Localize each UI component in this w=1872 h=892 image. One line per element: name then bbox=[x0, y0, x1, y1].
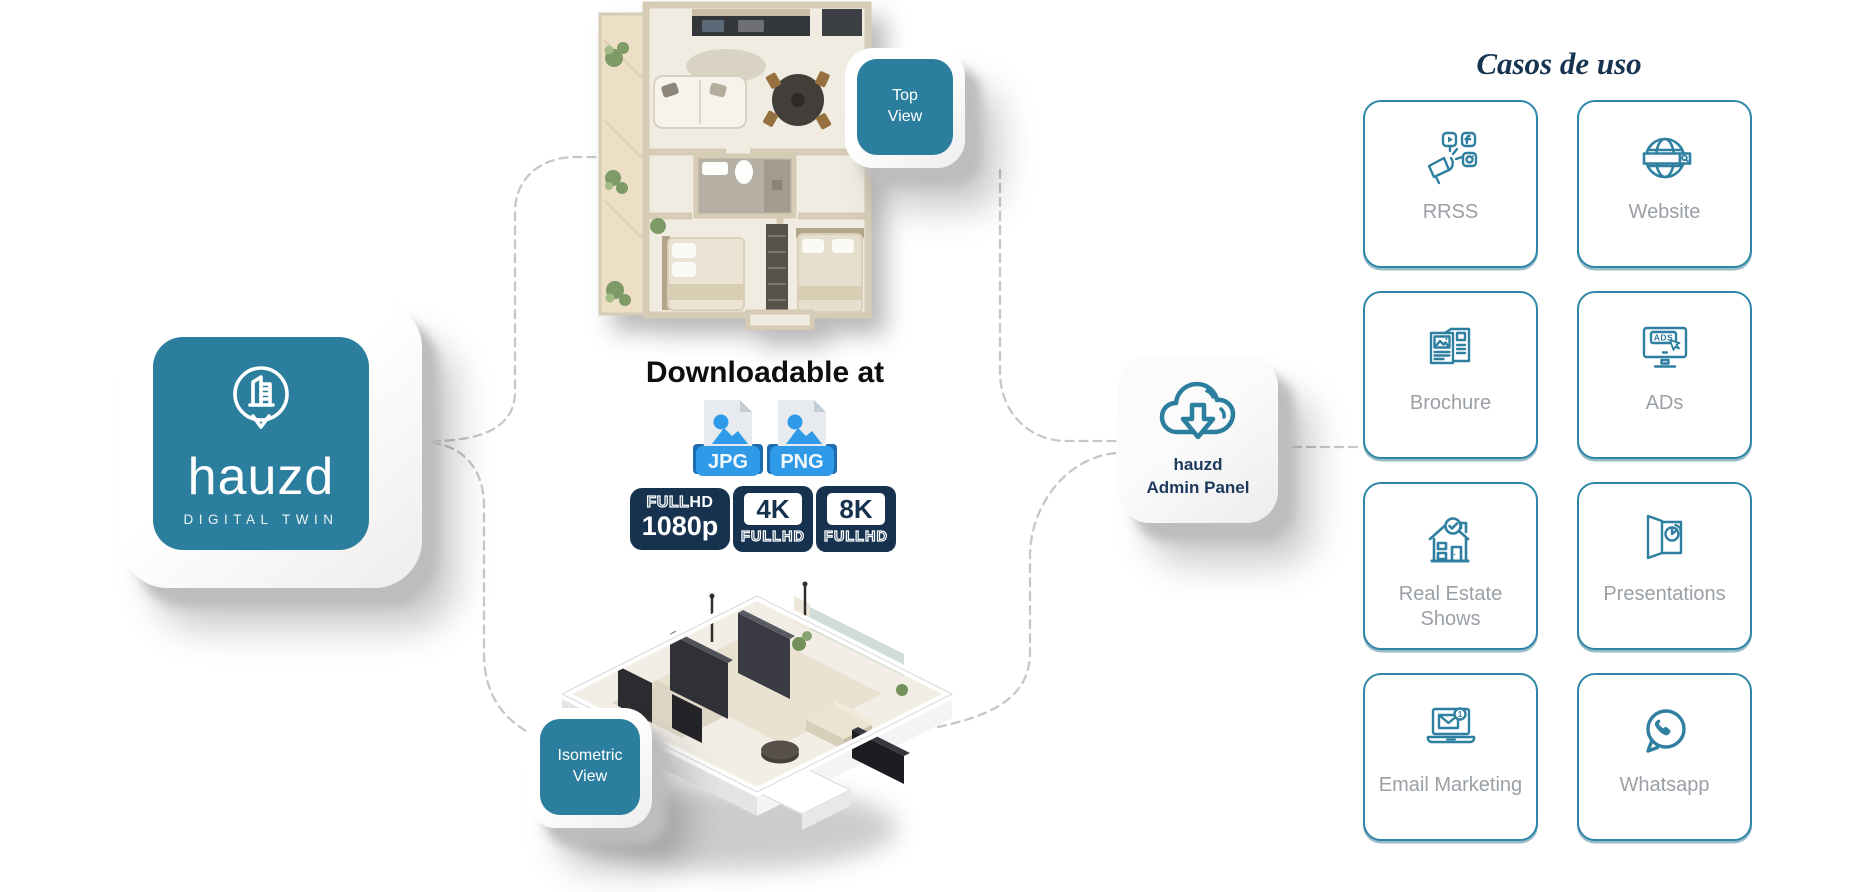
isometric-view-badge-label: Isometric View bbox=[557, 747, 623, 785]
isometric-view-badge: Isometric View bbox=[528, 708, 652, 828]
top-view-badge-label: Top View bbox=[887, 87, 923, 125]
ads-monitor-icon: ADS bbox=[1637, 319, 1693, 379]
connector-logo-to-topview bbox=[430, 155, 602, 443]
full-outline-text: FULL bbox=[646, 494, 690, 512]
use-case-card-email-marketing: 1 Email Marketing bbox=[1363, 673, 1538, 841]
use-case-label: Presentations bbox=[1603, 583, 1726, 605]
fullhd-text: FULLHD bbox=[646, 494, 714, 512]
top-view-badge-tile: Top View bbox=[857, 59, 953, 155]
ads-icon-text: ADS bbox=[1653, 333, 1672, 343]
use-case-card-ads: ADS ADs bbox=[1577, 291, 1752, 459]
brochure-pages-icon bbox=[1423, 319, 1479, 379]
connector-isometric-to-admin bbox=[936, 451, 1118, 729]
admin-panel-label: hauzd Admin Panel bbox=[1147, 454, 1250, 500]
use-case-card-whatsapp: Whatsapp bbox=[1577, 673, 1752, 841]
use-case-label: RRSS bbox=[1422, 201, 1479, 223]
8k-text: 8K bbox=[827, 493, 885, 525]
use-cases-title: Casos de uso bbox=[1476, 46, 1642, 81]
format-icons: JPG PNG bbox=[692, 398, 838, 480]
hauzd-tagline: DIGITAL TWIN bbox=[183, 511, 339, 527]
jpg-file-icon: JPG bbox=[693, 400, 763, 476]
cloud-download-icon bbox=[1159, 381, 1236, 440]
use-case-label: Email Marketing bbox=[1378, 774, 1523, 796]
4k-badge: 4K FULLHD bbox=[733, 486, 813, 552]
resolution-badges: FULLHD 1080p 4K FULLHD 8K FULLHD bbox=[630, 486, 896, 552]
connector-logo-to-isometric bbox=[430, 441, 544, 742]
hauzd-logo-keycap: hauzd DIGITAL TWIN bbox=[120, 300, 422, 588]
4k-text: 4K bbox=[744, 493, 802, 525]
use-case-label: Whatsapp bbox=[1619, 774, 1710, 796]
whatsapp-icon bbox=[1637, 701, 1693, 761]
8k-badge: 8K FULLHD bbox=[816, 486, 896, 552]
use-case-label: Real Estate Shows bbox=[1398, 583, 1503, 630]
admin-panel-label-line2: Admin Panel bbox=[1146, 477, 1250, 497]
presentation-chart-icon bbox=[1637, 510, 1693, 570]
use-case-label: ADs bbox=[1645, 392, 1684, 414]
use-case-card-brochure: Brochure bbox=[1363, 291, 1538, 459]
png-label: PNG bbox=[780, 451, 823, 473]
hauzd-logo-tile: hauzd DIGITAL TWIN bbox=[153, 337, 369, 550]
use-case-card-rrss: RRSS bbox=[1363, 100, 1538, 268]
admin-panel-label-line1: hauzd bbox=[1173, 455, 1223, 474]
use-cases-grid: RRSS Website bbox=[1363, 100, 1752, 841]
email-laptop-icon: 1 bbox=[1423, 701, 1479, 761]
admin-panel-keycap: hauzd Admin Panel bbox=[1118, 355, 1278, 523]
top-view-floorplan-image bbox=[598, 1, 872, 330]
isometric-view-badge-tile: Isometric View bbox=[540, 719, 640, 815]
fullhd-1080p-badge: FULLHD 1080p bbox=[630, 488, 730, 550]
hauzd-pin-icon bbox=[233, 365, 289, 429]
8k-fullhd-caption: FULLHD bbox=[823, 528, 888, 545]
jpg-label: JPG bbox=[708, 451, 748, 473]
png-file-icon: PNG bbox=[767, 400, 837, 476]
top-view-badge: Top View bbox=[845, 48, 965, 168]
connector-topview-to-admin bbox=[998, 168, 1118, 443]
1080p-text: 1080p bbox=[641, 511, 719, 542]
globe-browser-icon bbox=[1637, 128, 1693, 188]
use-case-card-real-estate-shows: Real Estate Shows bbox=[1363, 482, 1538, 650]
hd-solid-text: HD bbox=[689, 494, 714, 512]
use-case-card-website: Website bbox=[1577, 100, 1752, 268]
use-case-card-presentations: Presentations bbox=[1577, 482, 1752, 650]
social-media-megaphone-icon bbox=[1423, 128, 1479, 188]
email-badge-text: 1 bbox=[1457, 710, 1462, 719]
house-check-icon bbox=[1423, 510, 1479, 570]
use-case-label: Brochure bbox=[1409, 392, 1492, 414]
downloadable-heading: Downloadable at bbox=[645, 356, 885, 389]
use-case-label: Website bbox=[1628, 201, 1701, 223]
4k-fullhd-caption: FULLHD bbox=[740, 528, 805, 545]
hauzd-wordmark: hauzd bbox=[187, 447, 335, 506]
